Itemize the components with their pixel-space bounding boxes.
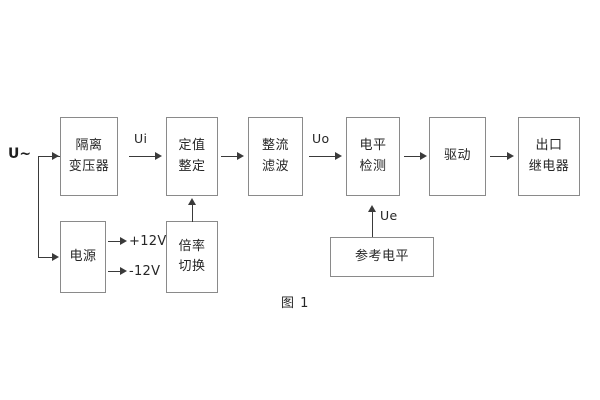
- block-output-relay-line2: 继电器: [528, 158, 570, 174]
- input-branch-wire: [38, 156, 39, 257]
- block-isolation-transformer-line1: 隔离: [75, 138, 103, 154]
- arrowhead-reference-to-level: [368, 205, 376, 212]
- wire-to-isolation-transformer: [38, 156, 54, 157]
- block-rectify-filter[interactable]: 整流 滤波: [248, 117, 303, 196]
- arrowhead-ratio-to-setting: [188, 198, 196, 205]
- arrowhead-drive-to-relay: [507, 152, 514, 160]
- block-rectify-filter-line2: 滤波: [261, 158, 289, 174]
- block-ratio-switch-line1: 倍率: [178, 238, 206, 254]
- rail-label-positive: +12V: [129, 234, 167, 249]
- block-level-detect-line2: 检测: [359, 158, 387, 174]
- wire-rail-positive: [108, 241, 122, 242]
- wire-to-power-supply: [38, 257, 54, 258]
- arrowhead-setting-to-rectify: [237, 152, 244, 160]
- wire-reference-to-level: [372, 212, 373, 237]
- block-setting-value-line2: 整定: [178, 158, 206, 174]
- block-drive[interactable]: 驱动: [429, 117, 486, 196]
- block-output-relay-line1: 出口: [535, 138, 563, 154]
- wire-setting-to-rectify: [221, 156, 239, 157]
- arrowhead-to-power-supply: [52, 253, 59, 261]
- signal-label-ue: Ue: [380, 208, 398, 223]
- arrowhead-isolation-to-setting: [155, 152, 162, 160]
- block-ratio-switch-line2: 切换: [178, 259, 206, 274]
- arrowhead-level-to-drive: [420, 152, 427, 160]
- arrowhead-rectify-to-level: [335, 152, 342, 160]
- block-ratio-switch[interactable]: 倍率 切换: [166, 221, 218, 293]
- block-reference-level-line1: 参考电平: [354, 248, 409, 264]
- arrowhead-rail-positive: [120, 237, 127, 245]
- arrowhead-to-isolation-transformer: [52, 152, 59, 160]
- wire-drive-to-relay: [490, 156, 509, 157]
- block-drive-line1: 驱动: [443, 148, 471, 164]
- wire-isolation-to-setting: [129, 156, 156, 157]
- block-level-detect-line1: 电平: [359, 138, 387, 154]
- block-setting-value-line1: 定值: [178, 138, 206, 154]
- block-isolation-transformer[interactable]: 隔离 变压器: [60, 117, 118, 196]
- wire-ratio-to-setting: [192, 205, 193, 222]
- block-power-supply-line1: 电源: [69, 248, 97, 264]
- wire-rectify-to-level: [309, 156, 337, 157]
- block-isolation-transformer-line2: 变压器: [68, 158, 110, 174]
- block-rectify-filter-line1: 整流: [261, 138, 289, 154]
- block-output-relay[interactable]: 出口 继电器: [518, 117, 580, 196]
- figure-caption: 图 1: [281, 296, 310, 311]
- wire-rail-negative: [108, 271, 122, 272]
- signal-label-uo: Uo: [312, 131, 330, 146]
- block-power-supply[interactable]: 电源: [60, 221, 106, 293]
- block-reference-level[interactable]: 参考电平: [330, 237, 434, 277]
- rail-label-negative: -12V: [129, 264, 161, 279]
- block-setting-value[interactable]: 定值 整定: [166, 117, 218, 196]
- input-source-label: U~: [8, 146, 32, 162]
- signal-label-ui: Ui: [134, 131, 148, 146]
- wire-level-to-drive: [404, 156, 422, 157]
- arrowhead-rail-negative: [120, 267, 127, 275]
- block-level-detect[interactable]: 电平 检测: [346, 117, 400, 196]
